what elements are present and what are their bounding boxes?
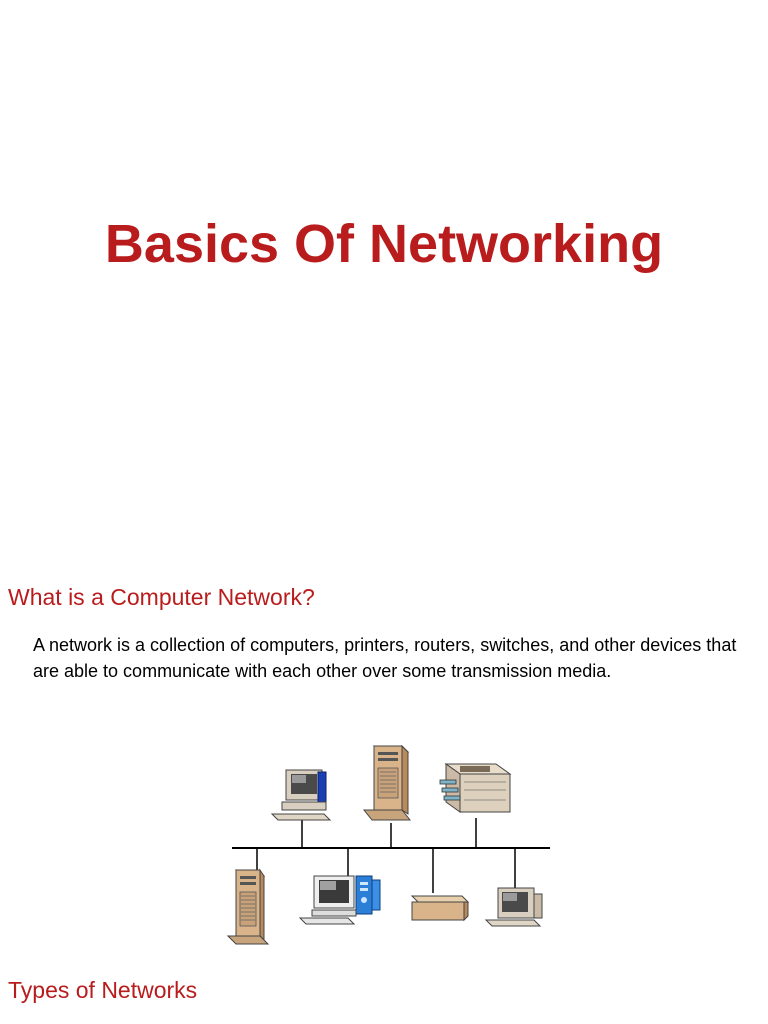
desktop-computer-icon (298, 875, 381, 925)
section-heading-computer-network: What is a Computer Network? (8, 584, 315, 610)
modem-box-icon (410, 895, 470, 922)
printer-icon (439, 763, 512, 813)
tower-server-icon (226, 868, 270, 945)
section-heading-types-of-networks: Types of Networks (8, 977, 198, 1003)
tower-server-icon (362, 744, 412, 821)
network-bus-diagram (226, 744, 550, 945)
slide-title: Basics Of Networking (104, 214, 664, 274)
desktop-computer-icon (270, 769, 332, 821)
network-definition-paragraph: A network is a collection of computers, … (33, 635, 737, 681)
desktop-computer-icon (484, 887, 543, 927)
